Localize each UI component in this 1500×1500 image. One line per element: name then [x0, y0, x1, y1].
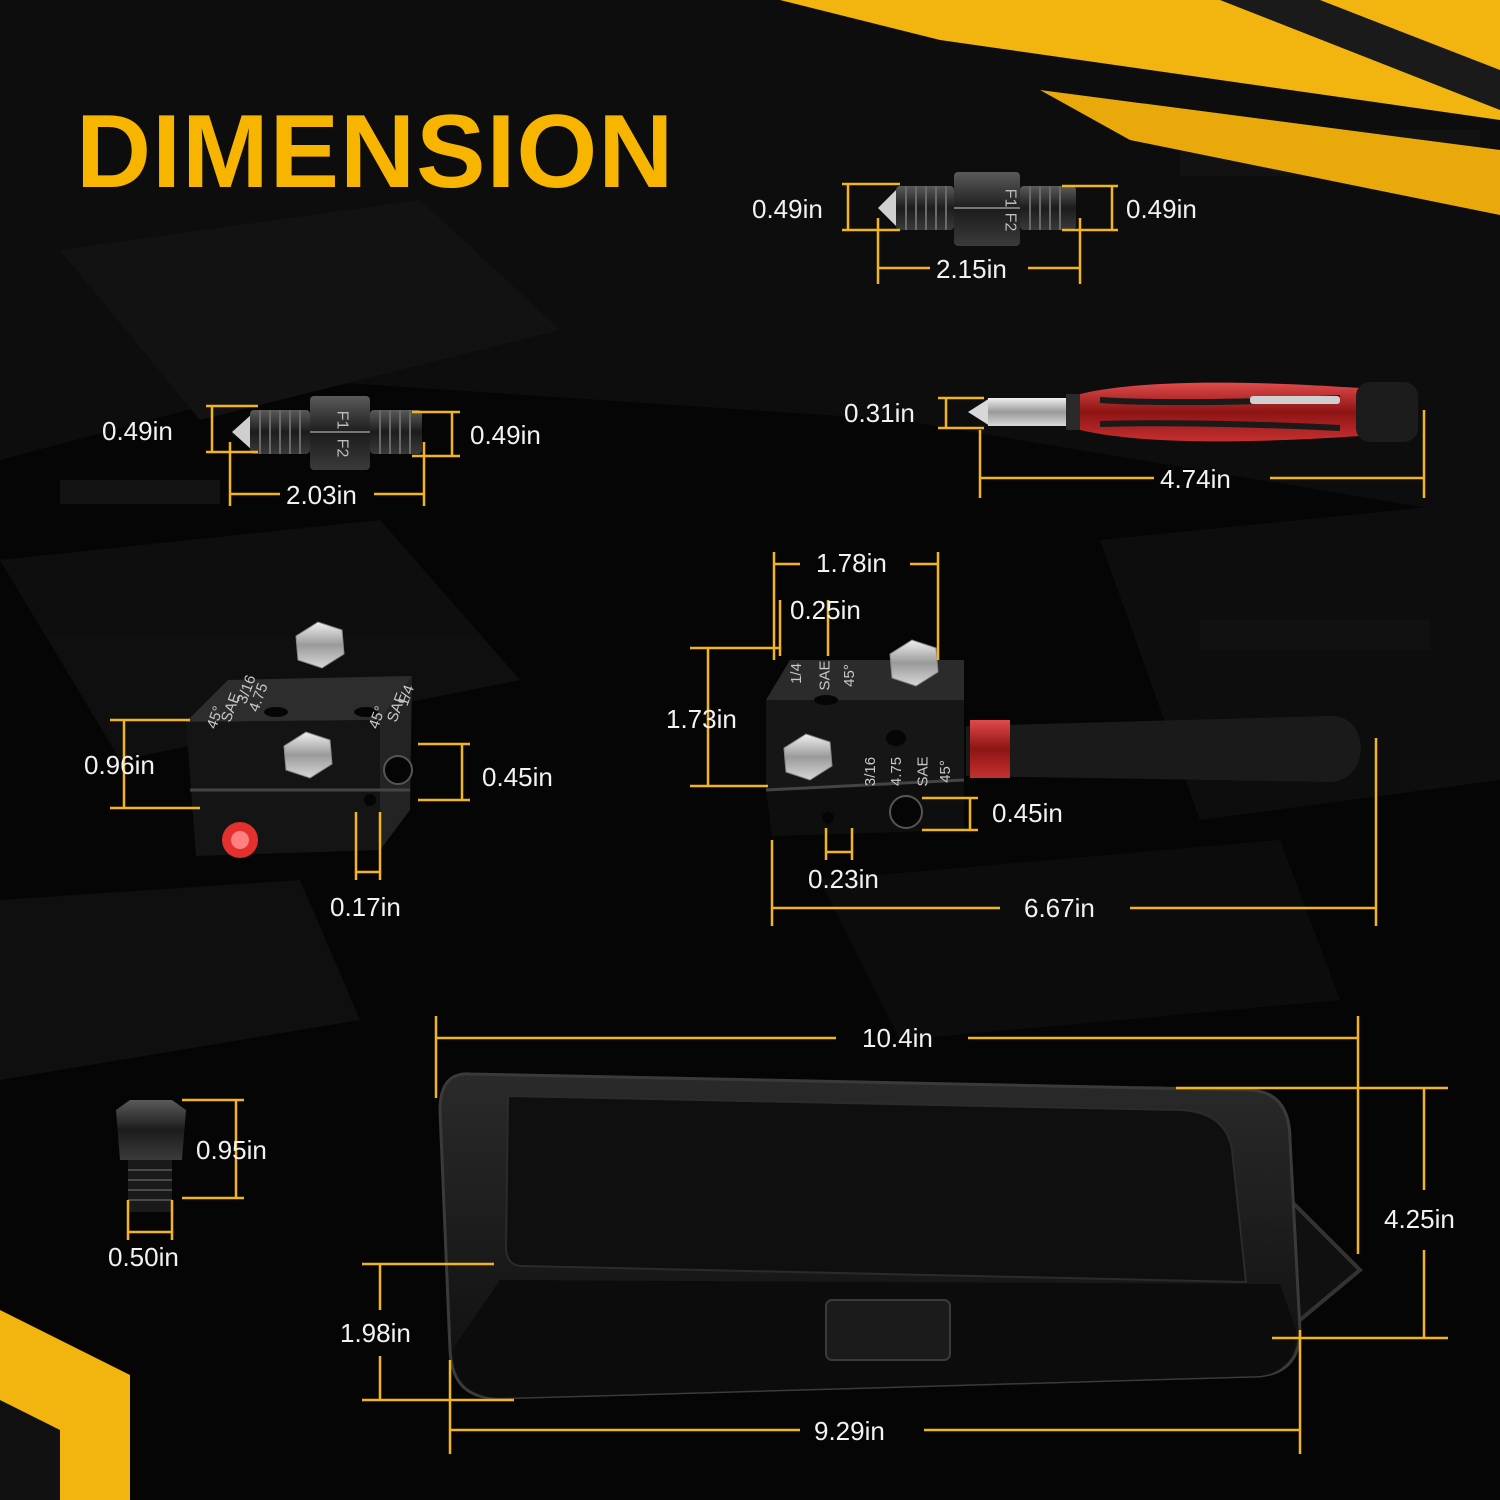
adapter-a-right-width-label: 0.49in	[1126, 194, 1197, 224]
flaring-block-handle-image	[765, 639, 1361, 836]
handle-block-engraving-t1: 1/4	[787, 663, 805, 684]
dimension-lines	[110, 182, 1448, 1454]
handle-block-length-label: 6.67in	[1024, 893, 1095, 923]
deburring-length-label: 4.74in	[1160, 464, 1231, 494]
handle-block-width-label: 1.78in	[816, 548, 887, 578]
page-title: DIMENSION	[76, 94, 675, 210]
flare-adapter-a-image	[878, 172, 1076, 246]
adapter-a-left-width-label: 0.49in	[752, 194, 823, 224]
adapter-b-right-width-label: 0.49in	[470, 420, 541, 450]
flaring-block-small-image	[186, 621, 413, 858]
handle-block-engraving-t3: 45°	[840, 664, 858, 687]
handle-block-engraving-b1: 3/16	[862, 756, 880, 787]
flare-adapter-b-image	[232, 396, 422, 470]
handle-block-spacing-label: 0.25in	[790, 595, 861, 625]
deburring-tool-image	[968, 382, 1418, 442]
handle-block-engraving-b2: 4.75	[888, 756, 906, 787]
adapter-b-left-width-label: 0.49in	[102, 416, 173, 446]
hazard-stripes-top-right	[780, 0, 1500, 215]
hazard-stripe-bottom-left	[0, 1310, 130, 1500]
case-thickness-label: 1.98in	[340, 1318, 411, 1348]
handle-block-engraving-b4: 45°	[936, 760, 954, 783]
adapter-a-marking-1: F1	[1001, 188, 1019, 208]
handle-block-engraving-t2: SAE	[816, 660, 834, 691]
case-top-length-label: 10.4in	[862, 1023, 933, 1053]
handle-block-hole-label: 0.23in	[808, 864, 879, 894]
case-bottom-length-label: 9.29in	[814, 1416, 885, 1446]
adapter-b-length-label: 2.03in	[286, 480, 357, 510]
adapter-nut-height-label: 0.95in	[196, 1135, 267, 1165]
small-block-port-label: 0.45in	[482, 762, 553, 792]
deburring-tip-width-label: 0.31in	[844, 398, 915, 428]
adapter-nut-width-label: 0.50in	[108, 1242, 179, 1272]
adapter-b-marking-2: F2	[333, 438, 351, 458]
handle-block-height-label: 1.73in	[666, 704, 737, 734]
handle-block-engraving-b3: SAE	[914, 756, 932, 787]
case-depth-label: 4.25in	[1384, 1204, 1455, 1234]
carry-case-image	[438, 1072, 1363, 1400]
adapter-a-length-label: 2.15in	[936, 254, 1007, 284]
adapter-nut-image	[116, 1100, 186, 1212]
small-block-hole-label: 0.17in	[330, 892, 401, 922]
handle-block-port-label: 0.45in	[992, 798, 1063, 828]
adapter-b-marking-1: F1	[333, 410, 351, 430]
adapter-a-marking-2: F2	[1001, 212, 1019, 232]
small-block-height-label: 0.96in	[84, 750, 155, 780]
